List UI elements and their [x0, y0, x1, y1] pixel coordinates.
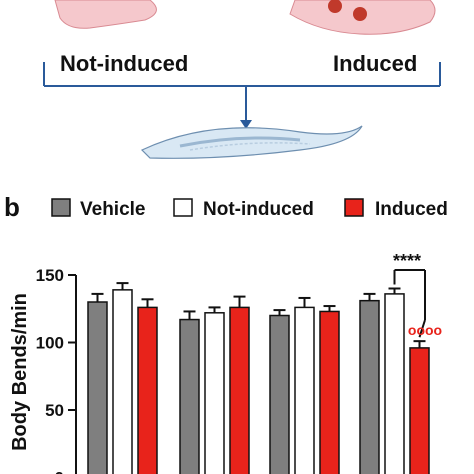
not-induced-cell-shape: [54, 0, 157, 29]
y-tick-label: 50: [45, 401, 64, 420]
y-tick-label: 150: [36, 266, 64, 285]
bar-vehicle: [87, 301, 108, 474]
y-axis-label: Body Bends/min: [9, 293, 31, 451]
bar-not-induced: [294, 306, 315, 474]
significance-bracket: [418, 319, 426, 338]
bar-induced: [319, 310, 340, 474]
down-arrow-icon: [240, 120, 252, 129]
bar-not-induced: [204, 312, 225, 474]
legend-swatch-induced: [344, 198, 364, 217]
legend-swatch-not-induced: [173, 198, 193, 217]
bar-vehicle: [359, 299, 380, 474]
bar-induced: [409, 347, 430, 474]
bar-vehicle: [179, 318, 200, 474]
bar-induced: [229, 306, 250, 474]
legend: Vehicle Not-induced Induced: [51, 198, 448, 220]
y-tick-label: 100: [36, 334, 64, 353]
c-elegans-worm-icon: [140, 125, 363, 159]
schematic-not-induced-label: Not-induced: [60, 51, 188, 76]
significance-stars: ****: [393, 251, 421, 271]
legend-label-vehicle: Vehicle: [80, 199, 146, 220]
bar-vehicle: [269, 314, 290, 474]
legend-swatch-vehicle: [51, 198, 71, 217]
y-tick-label: 0: [55, 469, 64, 474]
bar-chart: Body Bends/min 0 50 100 150 **** oooo: [9, 251, 442, 474]
schematic-induced-label: Induced: [333, 51, 417, 76]
legend-label-induced: Induced: [375, 199, 448, 220]
significance-circles: oooo: [408, 322, 442, 338]
legend-label-not-induced: Not-induced: [203, 199, 314, 220]
aggregate-star-icon: [328, 0, 367, 21]
bar-not-induced: [384, 293, 405, 474]
bar-not-induced: [112, 289, 133, 474]
merge-bracket: [43, 62, 441, 122]
panel-b-label: b: [4, 192, 20, 222]
bar-induced: [137, 306, 158, 474]
